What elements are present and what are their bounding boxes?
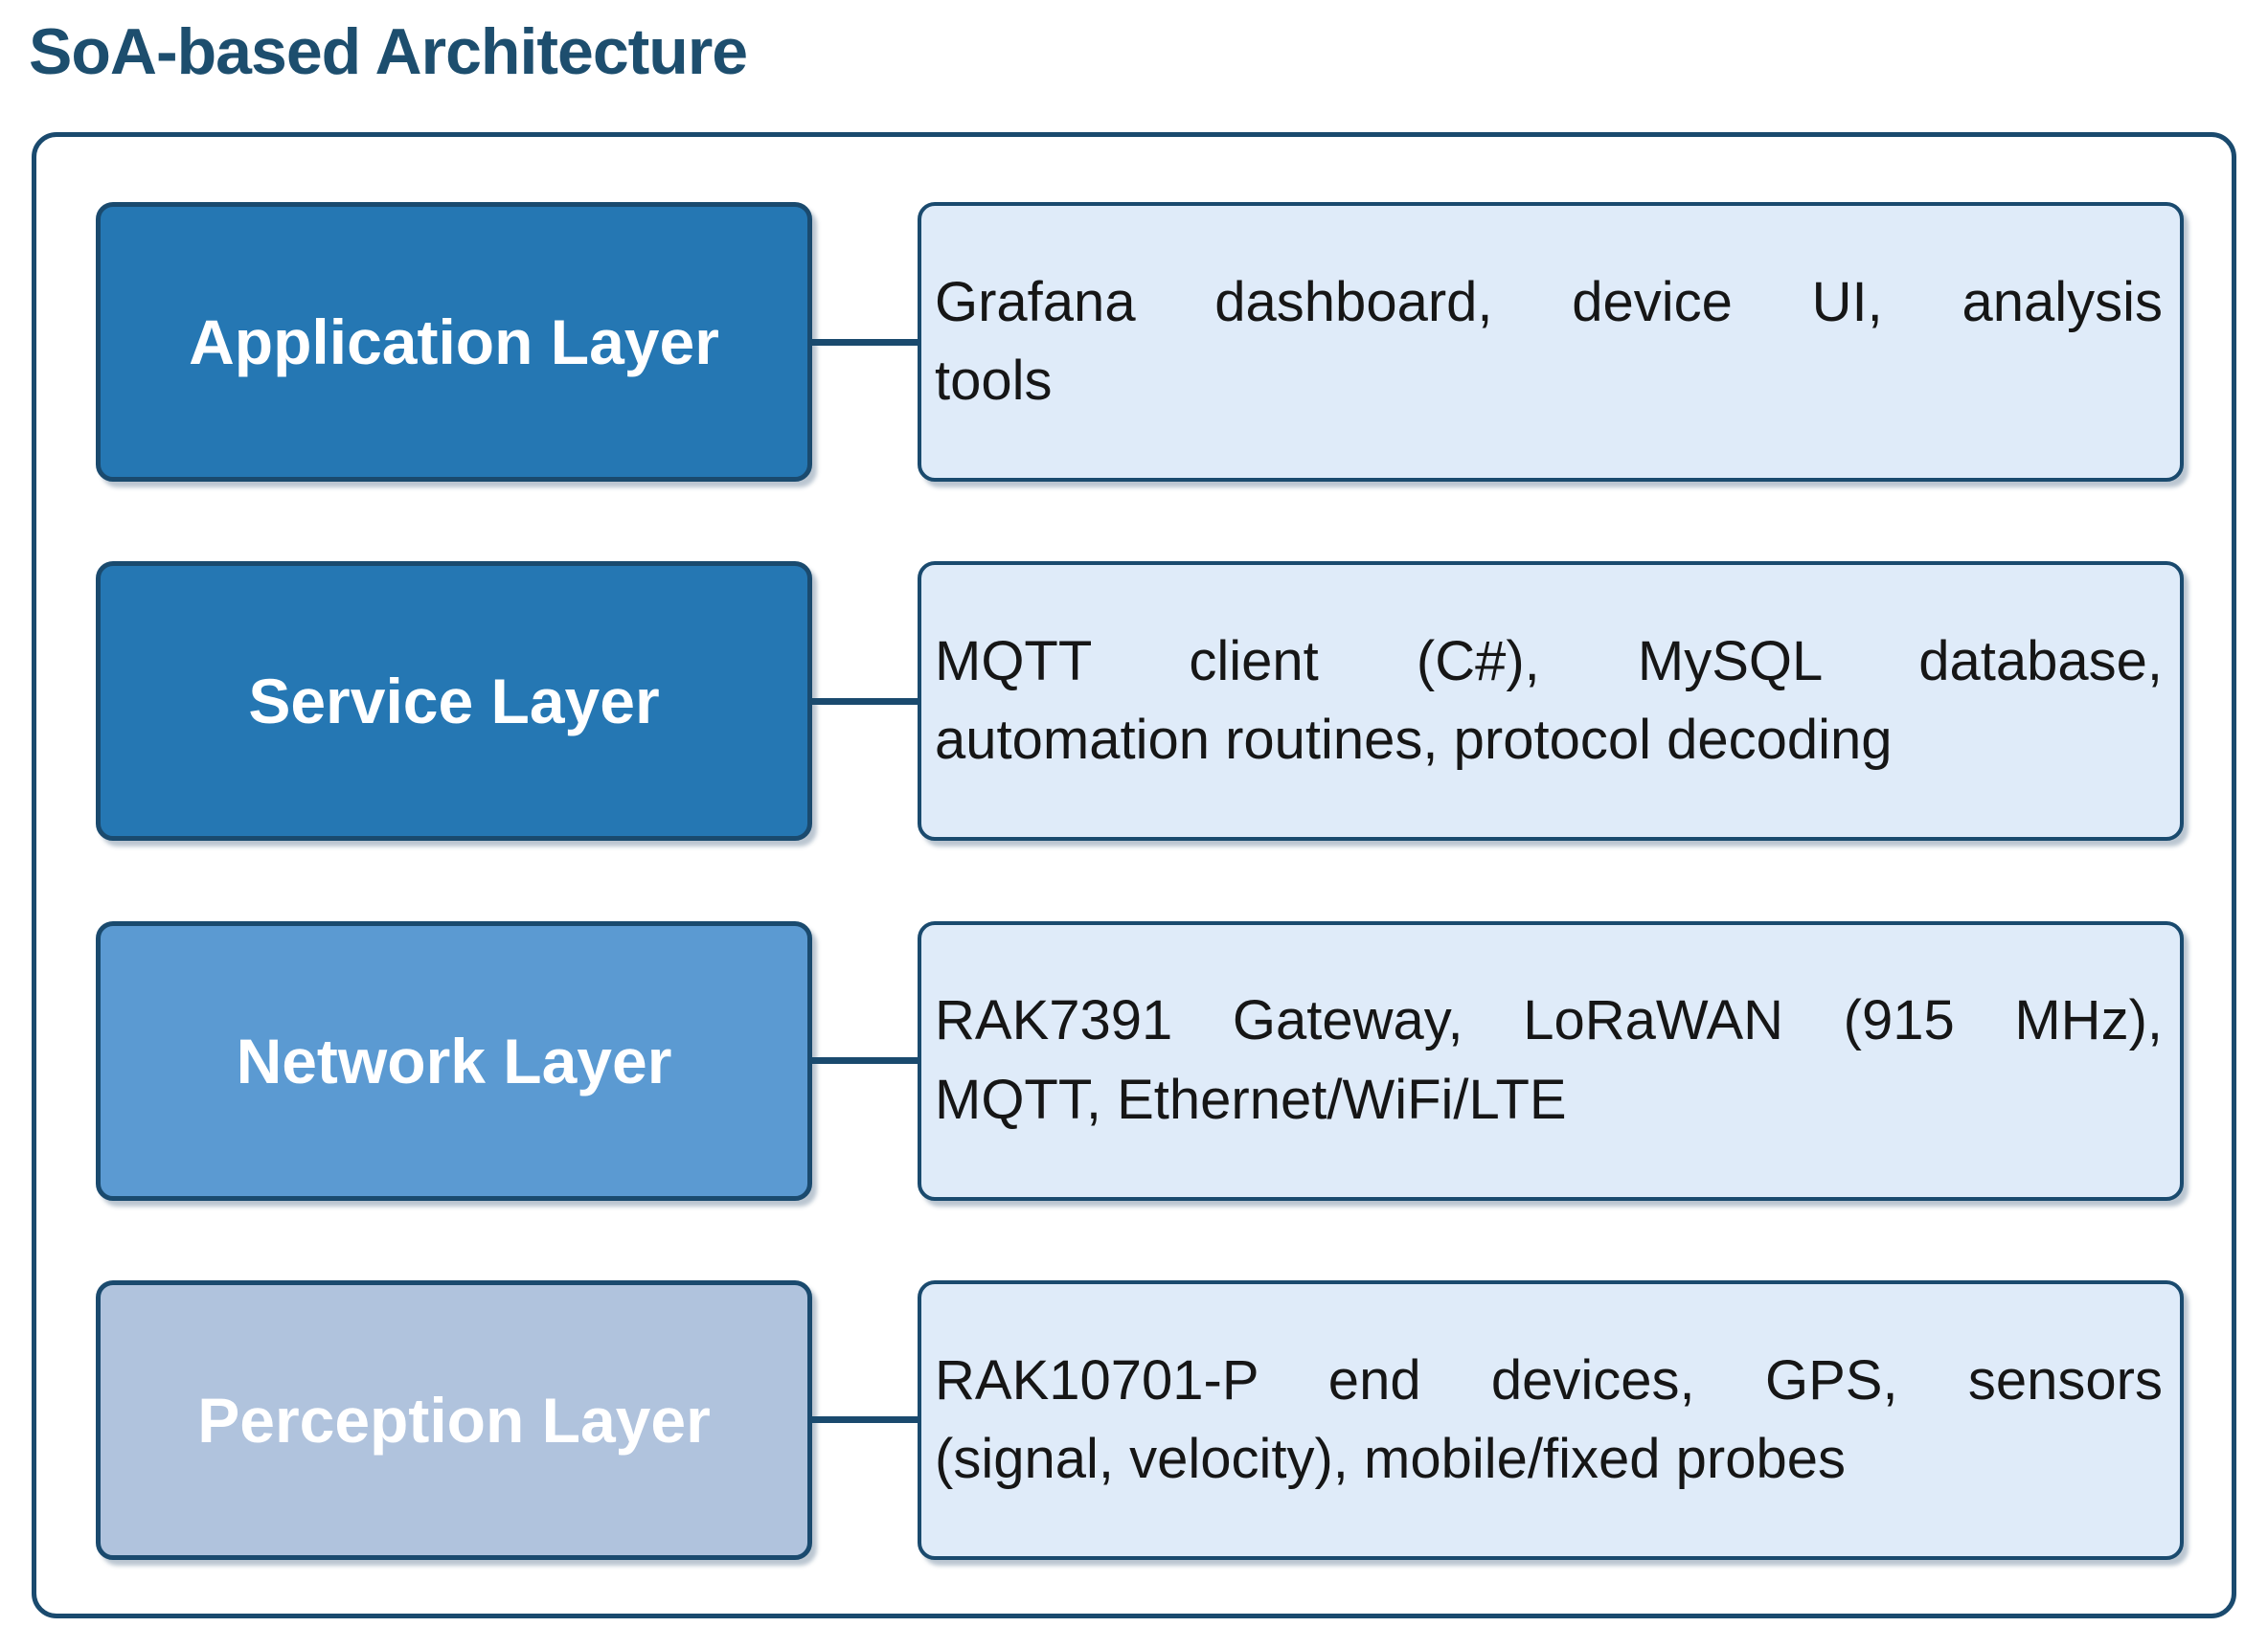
layer-row-perception: Perception Layer RAK10701-P end devices,… <box>96 1279 2184 1560</box>
description-text: MQTT client (C#), MySQL database, automa… <box>935 622 2163 780</box>
description-text: Grafana dashboard, device UI, analysis t… <box>935 263 2163 421</box>
layer-box-network: Network Layer <box>96 920 812 1201</box>
description-line: MQTT, Ethernet/WiFi/LTE <box>935 1068 1567 1131</box>
description-box-service: MQTT client (C#), MySQL database, automa… <box>918 561 2184 842</box>
connector-line <box>812 1416 918 1424</box>
layer-box-application: Application Layer <box>96 202 812 482</box>
description-line: (signal, velocity), mobile/fixed probes <box>935 1427 1846 1490</box>
description-line: tools <box>935 350 1053 412</box>
description-line: RAK10701-P end devices, GPS, sensors <box>935 1348 2163 1412</box>
description-box-perception: RAK10701-P end devices, GPS, sensors (si… <box>918 1279 2184 1560</box>
layer-label-application: Application Layer <box>189 306 719 377</box>
description-line: automation routines, protocol decoding <box>935 709 1893 772</box>
layer-box-service: Service Layer <box>96 561 812 842</box>
layer-label-network: Network Layer <box>236 1025 672 1096</box>
description-line: RAK7391 Gateway, LoRaWAN (915 MHz), <box>935 989 2163 1052</box>
layer-row-service: Service Layer MQTT client (C#), MySQL da… <box>96 561 2184 842</box>
connector-line <box>812 338 918 346</box>
layer-box-perception: Perception Layer <box>96 1279 812 1560</box>
layer-label-perception: Perception Layer <box>197 1384 711 1456</box>
description-text: RAK10701-P end devices, GPS, sensors (si… <box>935 1342 2163 1500</box>
description-box-network: RAK7391 Gateway, LoRaWAN (915 MHz), MQTT… <box>918 920 2184 1201</box>
page-title: SoA-based Architecture <box>29 15 748 88</box>
description-box-application: Grafana dashboard, device UI, analysis t… <box>918 202 2184 482</box>
layer-row-network: Network Layer RAK7391 Gateway, LoRaWAN (… <box>96 920 2184 1201</box>
architecture-container: Application Layer Grafana dashboard, dev… <box>32 132 2236 1618</box>
description-line: MQTT client (C#), MySQL database, <box>935 629 2163 692</box>
layer-label-service: Service Layer <box>248 666 660 737</box>
connector-line <box>812 697 918 705</box>
layer-row-application: Application Layer Grafana dashboard, dev… <box>96 202 2184 482</box>
connector-line <box>812 1057 918 1065</box>
description-text: RAK7391 Gateway, LoRaWAN (915 MHz), MQTT… <box>935 982 2163 1140</box>
description-line: Grafana dashboard, device UI, analysis <box>935 270 2163 333</box>
